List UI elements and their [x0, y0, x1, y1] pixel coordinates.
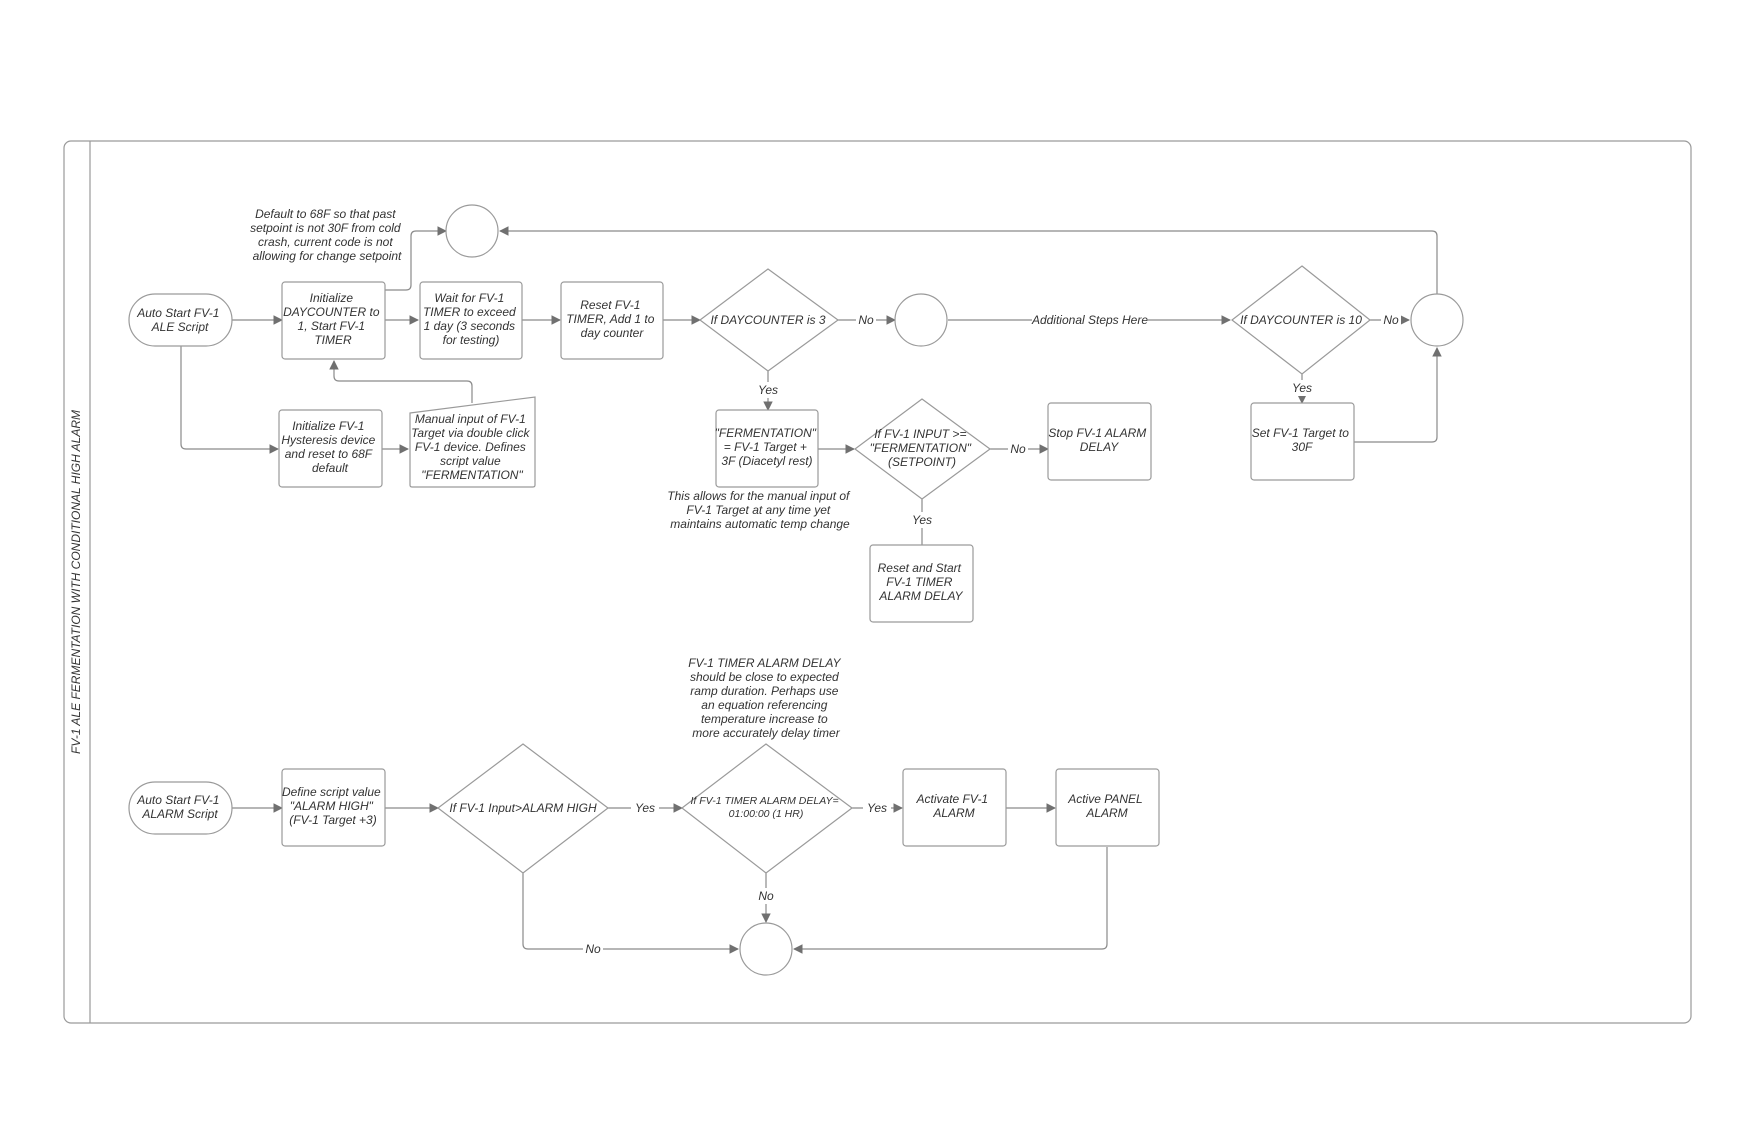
edge-auto-start-to-hysteresis [180, 346, 279, 454]
node-active-panel-alarm[interactable]: Active PANEL ALARM [1055, 768, 1160, 847]
node-init-hysteresis[interactable]: Initialize FV-1 Hysteresis device and re… [278, 409, 383, 488]
annotation-default-68f: Default to 68F so that past setpoint is … [250, 207, 404, 263]
decision-if-input-setpoint[interactable]: If FV-1 INPUT >= "FERMENTATION" (SETPOIN… [853, 398, 992, 500]
edge-merge-to-loop [499, 226, 1438, 297]
svg-text:If FV-1 INPUT >= "FERMEN: If FV-1 INPUT >= "FERMENTATION" (SETPOIN… [870, 427, 975, 469]
edge-label-no-setpoint: No [1010, 442, 1026, 456]
svg-text:"FERMENTATION" = FV-1 Ta: "FERMENTATION" = FV-1 Target + 3F (Diace… [715, 426, 820, 468]
edge-manual-to-init [329, 360, 473, 403]
node-auto-start-alarm[interactable]: Auto Start FV-1 ALARM Script [128, 781, 233, 835]
node-init-daycounter[interactable]: Initialize DAYCOUNTER to 1, Start FV-1 T… [281, 281, 386, 360]
node-activate-alarm[interactable]: Activate FV-1 ALARM [902, 768, 1007, 847]
decision-if-daycounter-3[interactable]: If DAYCOUNTER is 3 [699, 268, 840, 372]
annotation-manual-note: This allows for the manual input of FV-1… [667, 489, 852, 531]
node-reset-alarm-delay[interactable]: Reset and Start FV-1 TIMER ALARM DELAY [869, 544, 974, 623]
edge-label-no-alarm-high: No [585, 942, 601, 956]
edge-labels: No Additional Steps Here No Yes Yes No Y… [583, 312, 1401, 957]
edge-label-yes-setpoint: Yes [912, 513, 932, 527]
edge-init-to-loop-circle [385, 226, 447, 291]
merge-circle-right[interactable] [1410, 293, 1464, 347]
edge-label-no-timer: No [758, 889, 774, 903]
node-fermentation-value[interactable]: "FERMENTATION" = FV-1 Target + 3F (Diace… [715, 409, 820, 488]
pool-frame [63, 140, 1692, 1024]
svg-text:Wait for FV-1 TIMER to e: Wait for FV-1 TIMER to exceed 1 day (3 s… [423, 291, 519, 347]
edge-label-additional-steps: Additional Steps Here [1031, 313, 1148, 327]
svg-text:Reset and Start FV-1 TIM: Reset and Start FV-1 TIMER ALARM DELAY [878, 561, 965, 603]
node-auto-start-ale[interactable]: Auto Start FV-1 ALE Script [128, 293, 233, 347]
edge-label-yes-alarm-high: Yes [635, 801, 655, 815]
node-wait-timer[interactable]: Wait for FV-1 TIMER to exceed 1 day (3 s… [419, 281, 523, 360]
svg-text:Activate FV-1 ALARM: Activate FV-1 ALARM [916, 792, 992, 820]
decision-if-daycounter-10[interactable]: If DAYCOUNTER is 10 [1231, 265, 1371, 375]
node-manual-input[interactable]: Manual input of FV-1 Target via double c… [409, 396, 536, 488]
loop-circle-top[interactable] [445, 204, 499, 258]
node-define-alarm-high[interactable]: Define script value "ALARM HIGH" (FV-1 T… [281, 768, 386, 847]
svg-text:Initialize DAYCOUNTER to: Initialize DAYCOUNTER to 1, Start FV-1 T… [283, 291, 383, 347]
svg-text:If DAYCOUNTER is 3: If DAYCOUNTER is 3 [710, 313, 825, 327]
svg-text:Set FV-1 Target to 30F: Set FV-1 Target to 30F [1252, 426, 1353, 454]
edge-if-alarm-high-no [522, 873, 739, 954]
svg-text:If FV-1 Input>ALARM HIGH: If FV-1 Input>ALARM HIGH [449, 801, 597, 815]
svg-text:Auto Start FV-1 ALE Scri: Auto Start FV-1 ALE Script [136, 306, 223, 334]
svg-text:Stop FV-1 ALARM DELAY: Stop FV-1 ALARM DELAY [1048, 426, 1149, 454]
svg-text:Define script value "ALA: Define script value "ALARM HIGH" (FV-1 T… [282, 785, 384, 827]
decision-if-input-alarm-high[interactable]: If FV-1 Input>ALARM HIGH [437, 743, 609, 874]
node-reset-timer[interactable]: Reset FV-1 TIMER, Add 1 to day counter [560, 281, 664, 360]
edge-panel-to-end [793, 847, 1108, 954]
edge-set30f-to-merge [1354, 347, 1442, 443]
svg-text:Auto Start FV-1 ALARM Sc: Auto Start FV-1 ALARM Script [136, 793, 223, 821]
annotation-timer-note: FV-1 TIMER ALARM DELAY should be close t… [688, 656, 843, 740]
svg-text:Initialize FV-1 Hysteres: Initialize FV-1 Hysteresis device and re… [281, 419, 378, 475]
connector-circle-after-if3[interactable] [894, 293, 948, 347]
svg-text:If FV-1 TIMER ALARM DELAY=: If FV-1 TIMER ALARM DELAY= 01:00:00 (1 H… [690, 795, 841, 820]
svg-text:Active PANEL ALARM: Active PANEL ALARM [1067, 792, 1146, 820]
edge-label-no-if10: No [1383, 313, 1399, 327]
svg-text:This allows for the manual inp: This allows for the manual input of FV-1… [667, 489, 852, 531]
edge-label-yes-if10: Yes [1292, 381, 1312, 395]
end-circle-alarm[interactable] [739, 922, 793, 976]
pool-title: FV-1 ALE FERMENTATION WITH CONDITIONAL H… [69, 410, 83, 754]
svg-text:Default to 68F so that past: Default to 68F so that past setpoint is … [250, 207, 404, 263]
edge-label-no-if3: No [858, 313, 874, 327]
svg-text:FV-1 TIMER ALARM DELAY s: FV-1 TIMER ALARM DELAY should be close t… [688, 656, 843, 740]
svg-text:Reset FV-1 TIMER, Add 1: Reset FV-1 TIMER, Add 1 to day counter [566, 298, 658, 340]
node-set-target-30f[interactable]: Set FV-1 Target to 30F [1250, 402, 1355, 481]
decision-if-timer-alarm-delay[interactable]: If FV-1 TIMER ALARM DELAY= 01:00:00 (1 H… [681, 743, 854, 874]
node-stop-alarm-delay[interactable]: Stop FV-1 ALARM DELAY [1047, 402, 1152, 481]
edge-label-yes-if3: Yes [758, 383, 778, 397]
svg-text:If DAYCOUNTER is 10: If DAYCOUNTER is 10 [1240, 313, 1362, 327]
edge-label-yes-timer: Yes [867, 801, 887, 815]
svg-text:Manual input of FV-1 Ta: Manual input of FV-1 Target via double c… [411, 412, 533, 482]
